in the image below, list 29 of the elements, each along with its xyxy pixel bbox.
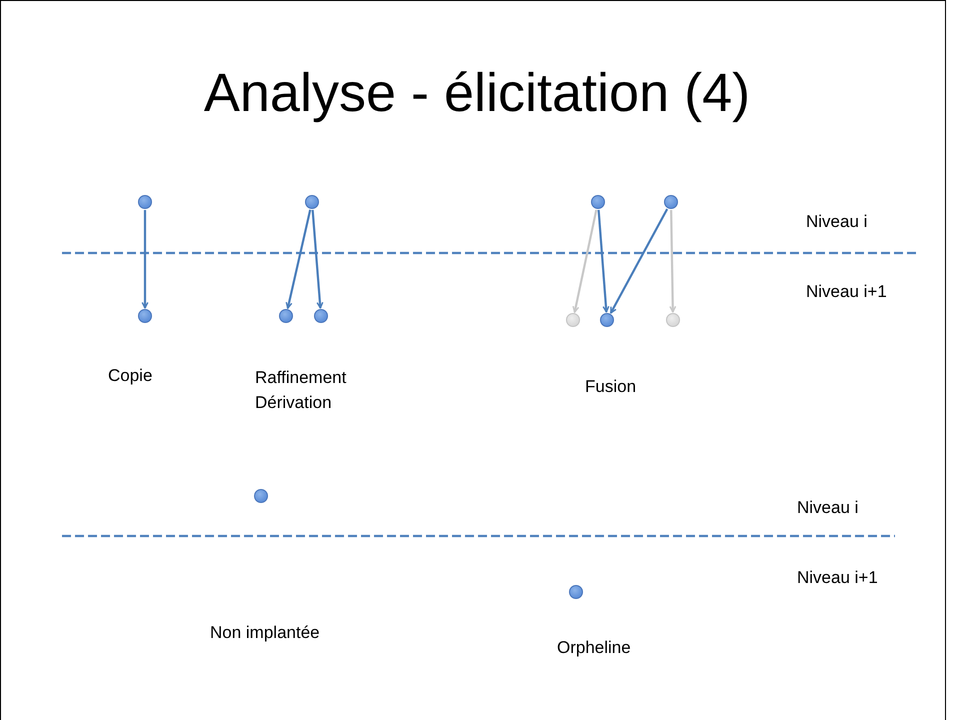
requirement-circle (305, 195, 319, 209)
requirement-circle (138, 309, 152, 323)
text-label: Raffinement Dérivation (255, 367, 348, 414)
arrow (610, 208, 668, 314)
inactive-circle (666, 313, 680, 327)
requirement-circle (569, 585, 583, 599)
arrow (572, 210, 598, 313)
title: Analyse - élicitation (4) (202, 62, 752, 124)
text-label: Fusion (585, 377, 636, 397)
text-label: Non implantée (210, 623, 320, 643)
requirement-circle (138, 195, 152, 209)
requirement-circle (664, 195, 678, 209)
text-label: Niveau i+1 (797, 568, 878, 588)
arrow (142, 210, 148, 309)
arrow (312, 210, 324, 309)
inactive-circle (566, 313, 580, 327)
text-label: Niveau i (806, 212, 868, 232)
requirement-circle (279, 309, 293, 323)
text-label: Orpheline (557, 638, 631, 658)
text-label: Copie (108, 366, 152, 386)
requirement-circle (591, 195, 605, 209)
requirement-circle (600, 313, 614, 327)
requirement-circle (254, 489, 268, 503)
arrow (286, 210, 312, 309)
arrow (669, 210, 676, 313)
text-label: Niveau i (797, 498, 858, 518)
text-label: Niveau i+1 (806, 282, 887, 302)
requirement-circle (314, 309, 328, 323)
arrow (598, 210, 610, 313)
